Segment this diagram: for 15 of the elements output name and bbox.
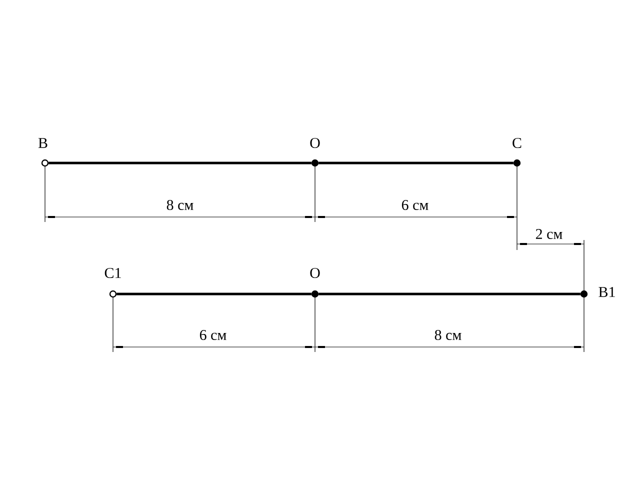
segment — [318, 292, 580, 296]
point-label: B — [38, 138, 48, 148]
point-label: C — [512, 138, 522, 148]
dimension-label: 2 см — [536, 228, 562, 240]
point-label: O — [310, 268, 320, 278]
dimension-label: 8 см — [166, 200, 194, 210]
dimension-label: 6 см — [402, 200, 428, 210]
dimension-label: 6 см — [200, 330, 226, 340]
segment — [318, 162, 514, 164]
dimension-label: 8 см — [434, 330, 462, 340]
segment — [116, 292, 312, 296]
segment — [48, 162, 312, 164]
point-label: B1 — [598, 287, 615, 297]
point-label: O — [310, 138, 320, 148]
point-label: C1 — [104, 268, 121, 278]
